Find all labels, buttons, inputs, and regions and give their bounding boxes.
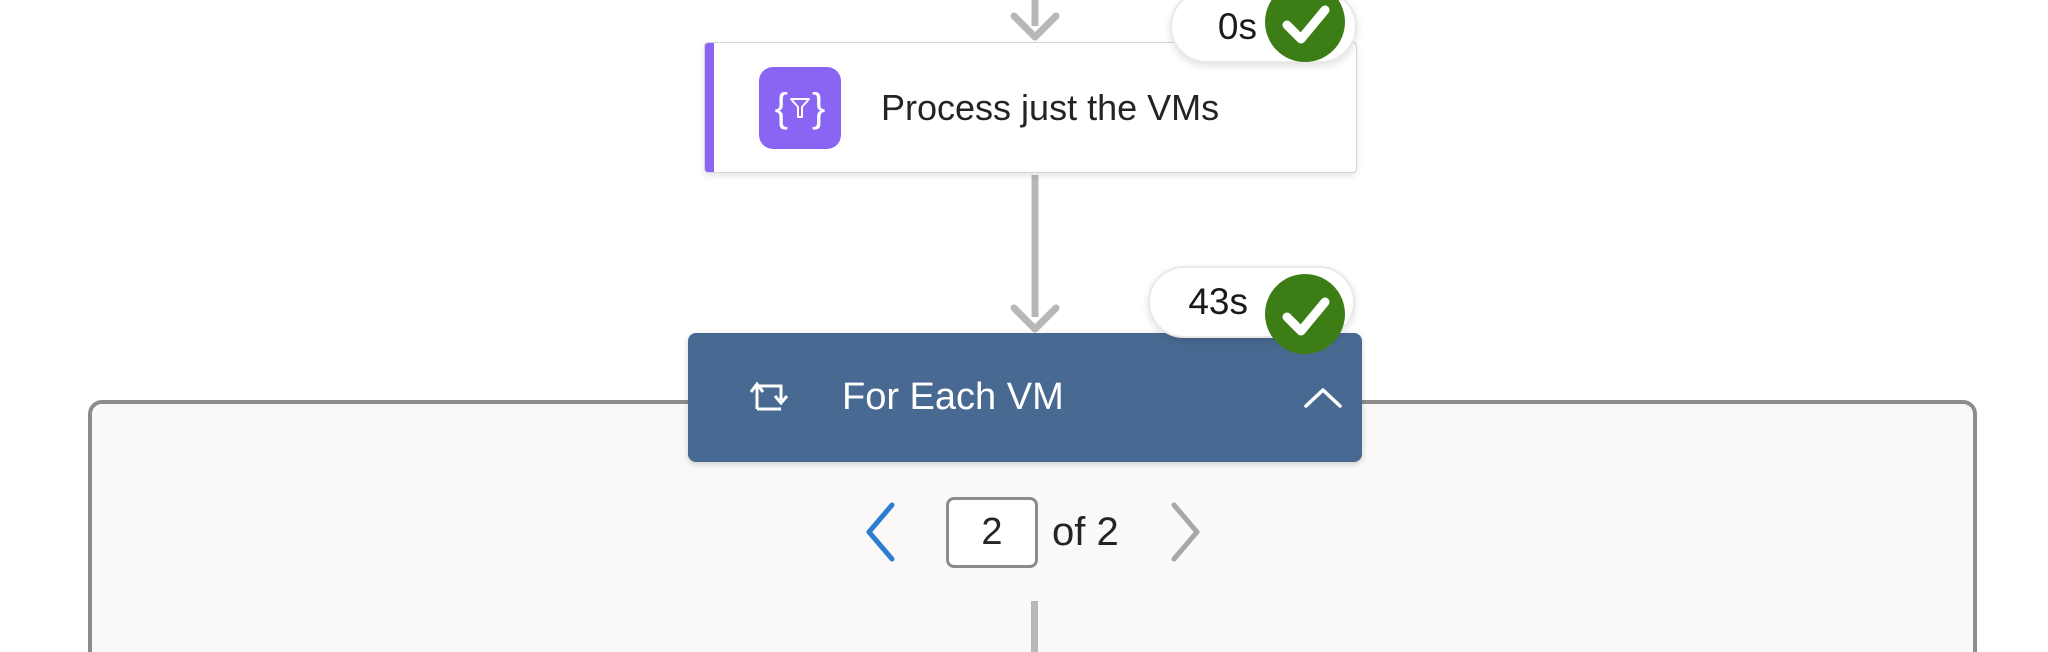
loop-icon [749,381,789,411]
duration-label: 43s [1188,281,1248,322]
connector-arrow-top [1005,0,1065,44]
action-card-title: Process just the VMs [881,86,1220,128]
loop-scope-header[interactable]: For Each VM [688,333,1362,462]
status-badge-loop: 43s [1148,266,1355,354]
card-accent-bar [705,43,714,172]
chevron-left-icon [866,502,895,562]
connector-line-bottom [1031,601,1038,652]
pagination-previous-button[interactable] [862,502,898,567]
funnel-icon [790,98,810,118]
arrow-down-icon [1010,175,1060,333]
status-badge-action: 0s [1170,0,1357,63]
connector-arrow-middle [1005,175,1065,333]
action-card-process-vms[interactable]: { } Process just the VMs [704,42,1357,173]
checkmark-icon [1282,5,1330,44]
chevron-up-icon [1304,388,1342,408]
chevron-right-icon [1171,502,1200,562]
loop-scope-title: For Each VM [842,376,1064,418]
duration-label: 0s [1217,5,1257,47]
filter-braces-icon: { } [759,67,841,149]
checkmark-icon [1282,297,1330,336]
collapse-toggle[interactable] [1303,386,1343,415]
arrow-down-icon [1010,0,1060,41]
success-indicator [1265,0,1345,62]
pagination-next-button[interactable] [1168,502,1204,567]
pagination-page-input[interactable] [946,497,1038,568]
pagination-of-label: of 2 [1052,510,1119,554]
success-indicator [1265,274,1345,354]
